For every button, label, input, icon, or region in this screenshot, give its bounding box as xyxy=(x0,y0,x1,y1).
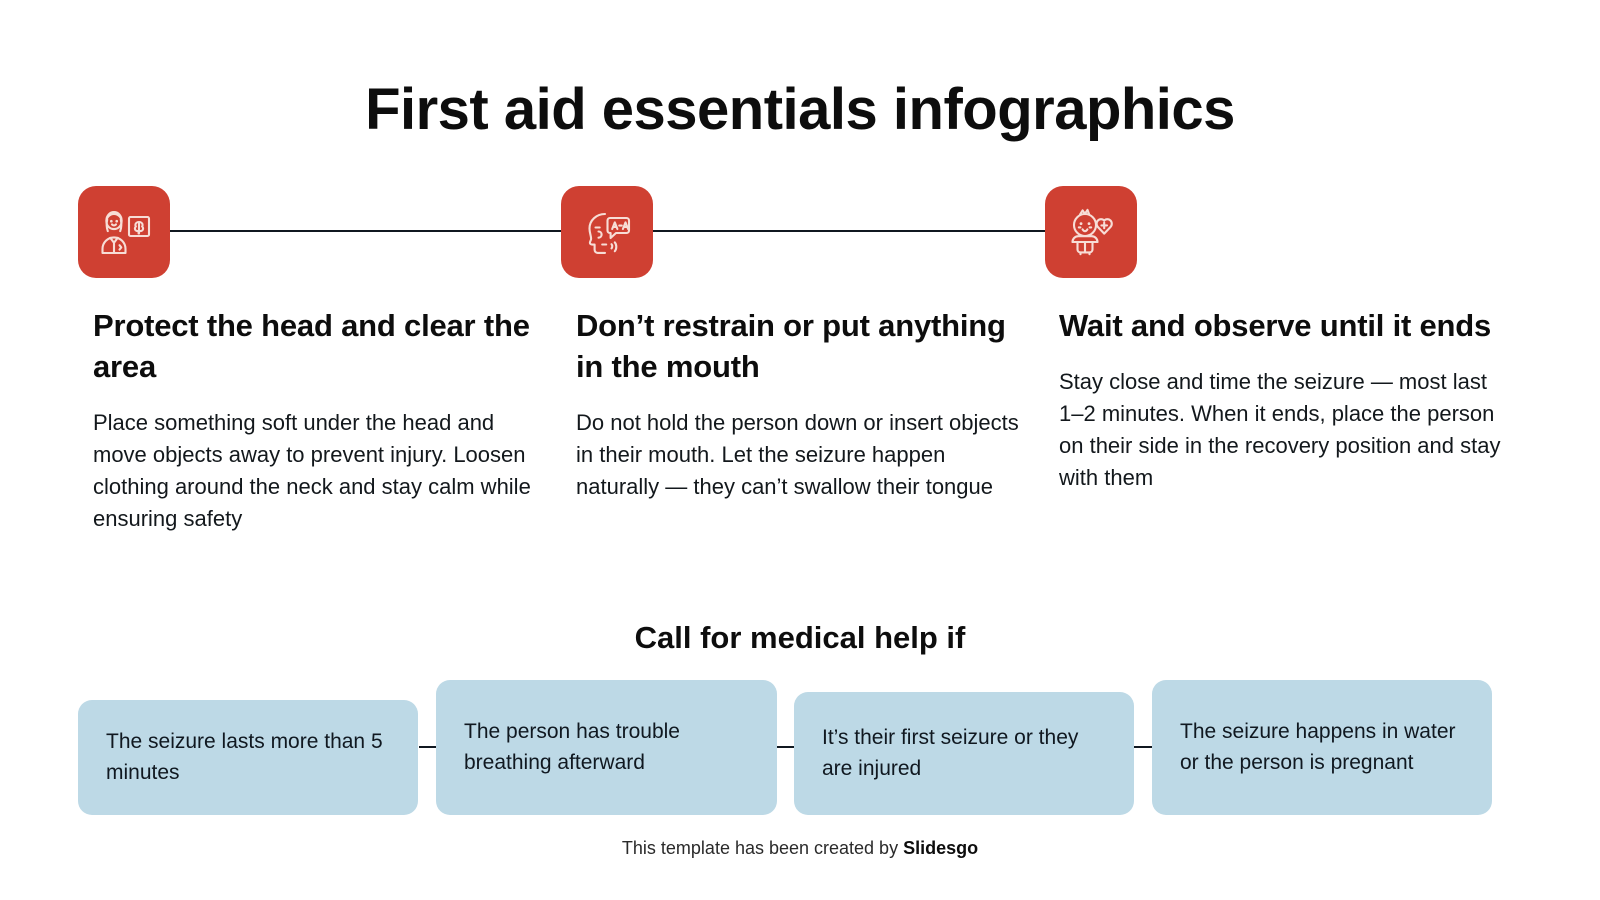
step-3-body: Stay close and time the seizure — most l… xyxy=(1059,369,1501,490)
help-box-1-text: The seizure lasts more than 5 minutes xyxy=(106,729,383,784)
footer-credit: This template has been created by Slides… xyxy=(0,838,1600,859)
head-speech-bubble-icon xyxy=(576,201,638,263)
step-1-heading: Protect the head and clear the area xyxy=(93,308,530,385)
steps-columns: Protect the head and clear the area Plac… xyxy=(0,305,1600,585)
help-box-3-text: It’s their first seizure or they are inj… xyxy=(822,725,1079,780)
help-box-4[interactable]: The seizure happens in water or the pers… xyxy=(1152,680,1492,815)
timeline-step-3-tile[interactable] xyxy=(1045,186,1137,278)
box-connector-1 xyxy=(419,746,439,748)
baby-heart-cross-icon xyxy=(1060,201,1122,263)
step-1-body: Place something soft under the head and … xyxy=(93,410,531,532)
page-title: First aid essentials infographics xyxy=(365,77,1235,142)
timeline xyxy=(0,186,1600,278)
timeline-step-1-tile[interactable] xyxy=(78,186,170,278)
help-box-3[interactable]: It’s their first seizure or they are inj… xyxy=(794,692,1134,815)
help-box-2[interactable]: The person has trouble breathing afterwa… xyxy=(436,680,777,815)
help-box-2-text: The person has trouble breathing afterwa… xyxy=(464,719,680,774)
box-connector-3 xyxy=(1134,746,1154,748)
step-3-heading: Wait and observe until it ends xyxy=(1059,308,1492,343)
doctor-brain-scan-icon xyxy=(93,201,155,263)
step-column-3: Wait and observe until it ends Stay clos… xyxy=(1059,305,1504,494)
help-box-4-text: The seizure happens in water or the pers… xyxy=(1180,719,1456,774)
box-connector-2 xyxy=(777,746,797,748)
call-for-help-boxes: The seizure lasts more than 5 minutes Th… xyxy=(0,680,1600,820)
help-box-1[interactable]: The seizure lasts more than 5 minutes xyxy=(78,700,418,815)
step-column-1: Protect the head and clear the area Plac… xyxy=(93,305,538,535)
footer-credit-prefix: This template has been created by xyxy=(621,838,904,858)
step-column-2: Don’t restrain or put anything in the mo… xyxy=(576,305,1021,503)
timeline-step-2-tile[interactable] xyxy=(561,186,653,278)
step-2-heading: Don’t restrain or put anything in the mo… xyxy=(576,308,1006,385)
call-for-help-heading: Call for medical help if xyxy=(634,620,966,655)
step-2-body: Do not hold the person down or insert ob… xyxy=(576,410,1019,500)
footer-credit-brand[interactable]: Slidesgo xyxy=(903,838,979,858)
